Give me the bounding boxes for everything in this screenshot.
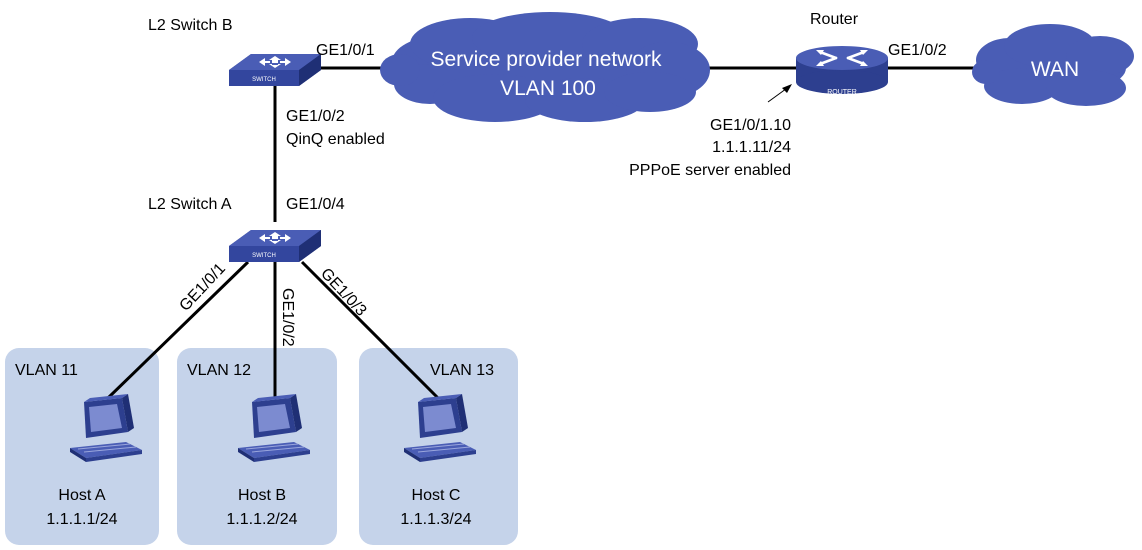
host-a-name: Host A — [58, 487, 105, 504]
swa-port-ge104: GE1/0/4 — [286, 196, 345, 213]
swa-port-ge102: GE1/0/2 — [279, 288, 296, 347]
vlan-12-label: VLAN 12 — [187, 362, 251, 379]
arrow-head-icon — [782, 84, 792, 93]
router-pppoe-label: PPPoE server enabled — [629, 162, 791, 179]
service-provider-cloud — [380, 12, 710, 122]
host-c-name: Host C — [412, 487, 461, 504]
host-b-ip: 1.1.1.2/24 — [226, 511, 297, 528]
router-ip-label: 1.1.1.11/24 — [712, 139, 791, 156]
wan-cloud-label: WAN — [1031, 58, 1079, 81]
wan-cloud — [972, 24, 1134, 106]
host-a-ip: 1.1.1.1/24 — [46, 511, 117, 528]
switch-b-name: L2 Switch B — [148, 17, 232, 34]
router-badge: ROUTER — [827, 89, 857, 96]
links — [106, 66, 978, 400]
host-b-name: Host B — [238, 487, 286, 504]
vlan-11-label: VLAN 11 — [15, 362, 78, 379]
link-swa-hostc — [300, 260, 440, 400]
link-swa-hosta — [106, 260, 250, 400]
switch-a-badge: SWITCH — [252, 253, 276, 259]
router-subif-label: GE1/0/1.10 — [710, 117, 791, 134]
switch-b-badge: SWITCH — [252, 77, 276, 83]
sp-cloud-label-line2: VLAN 100 — [500, 77, 596, 100]
swb-port-ge102: GE1/0/2 — [286, 108, 345, 125]
host-c-ip: 1.1.1.3/24 — [400, 511, 471, 528]
swa-port-ge103: GE1/0/3 — [317, 265, 370, 320]
router-icon — [794, 44, 890, 96]
switch-a-name: L2 Switch A — [148, 196, 232, 213]
swb-port-ge101: GE1/0/1 — [316, 42, 375, 59]
sp-cloud-label-line1: Service provider network — [430, 48, 662, 71]
swb-qinq-label: QinQ enabled — [286, 131, 385, 148]
router-name: Router — [810, 11, 859, 28]
vlan-13-label: VLAN 13 — [430, 362, 494, 379]
router-port-ge102: GE1/0/2 — [888, 42, 947, 59]
